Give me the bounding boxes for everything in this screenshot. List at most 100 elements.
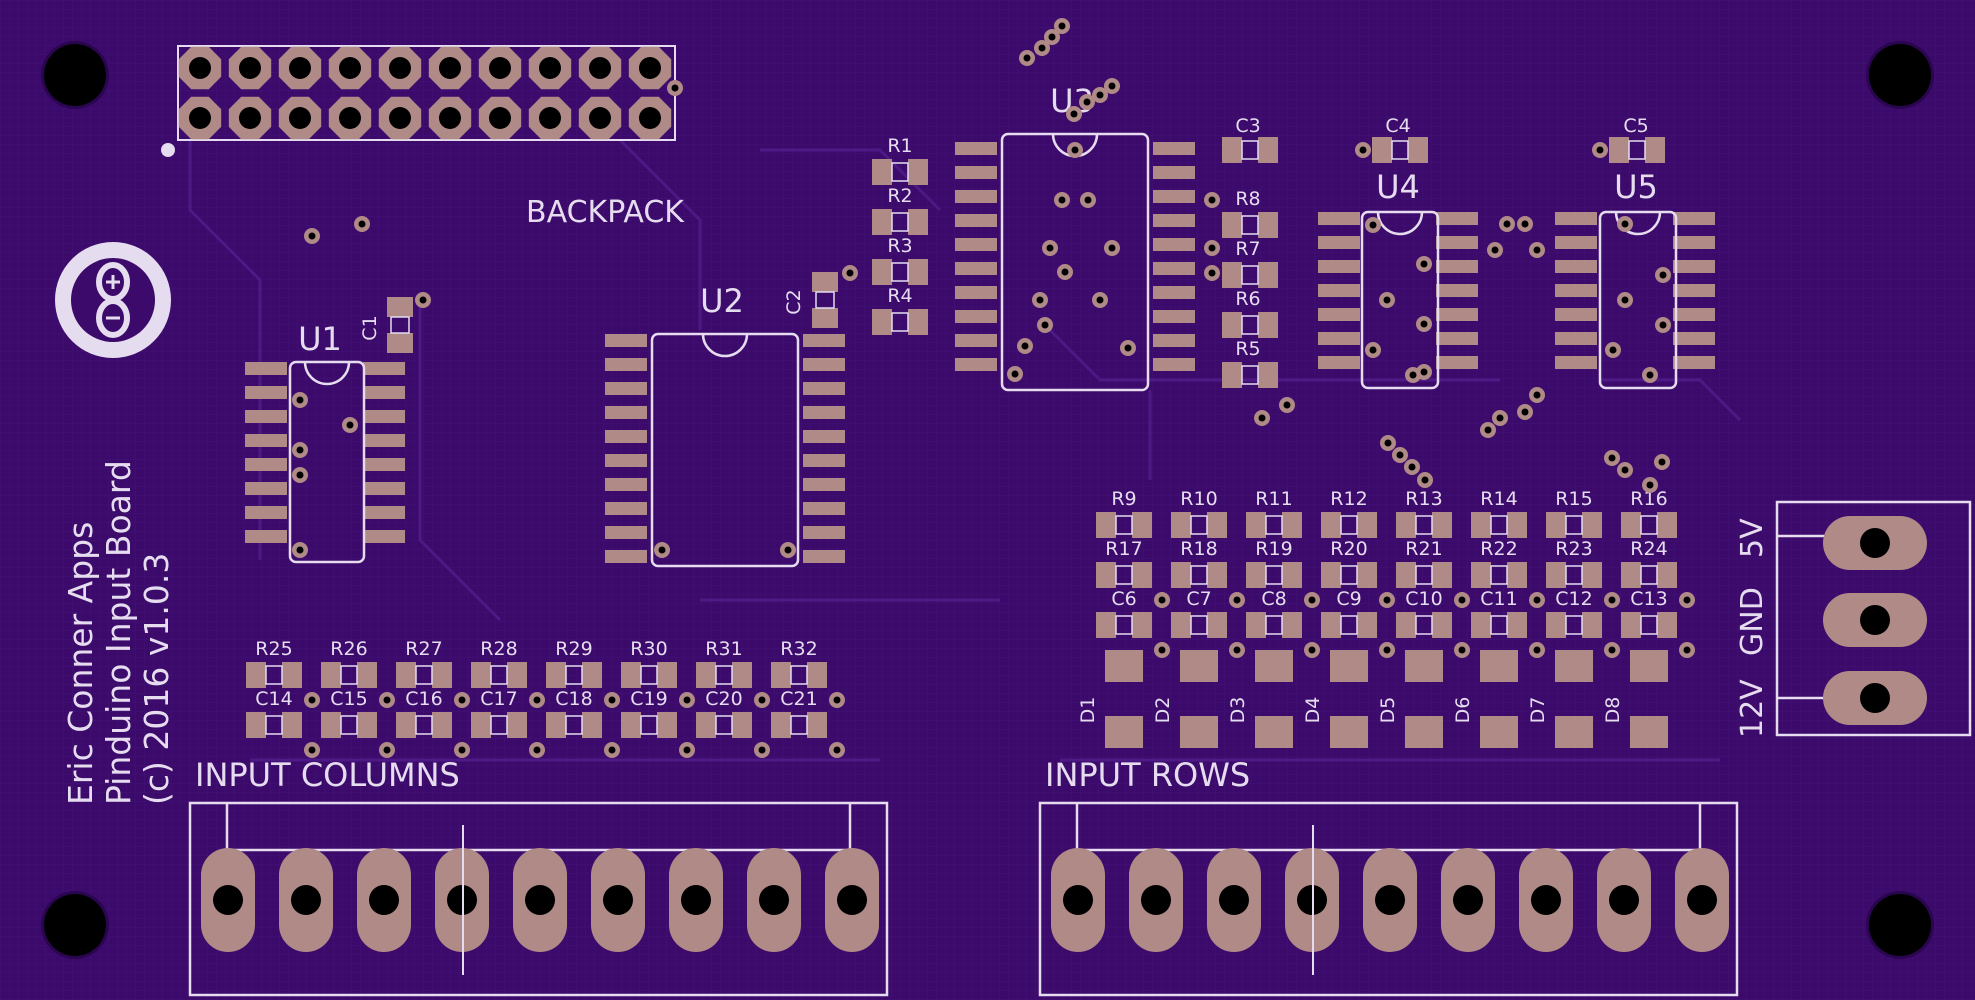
part-r8[interactable]: R8 <box>1222 188 1278 238</box>
header-pin[interactable] <box>228 46 272 90</box>
diode-d6[interactable]: D6 <box>1452 650 1518 748</box>
part-r26[interactable]: R26 <box>321 638 377 688</box>
power-pin[interactable] <box>1823 593 1927 647</box>
part-r28[interactable]: R28 <box>471 638 527 688</box>
ic-u5[interactable]: U5 <box>1555 168 1715 390</box>
part-c3[interactable]: C3 <box>1222 115 1278 163</box>
part-r31[interactable]: R31 <box>696 638 752 688</box>
diode-d8[interactable]: D8 <box>1602 650 1668 748</box>
header-pin[interactable] <box>328 96 372 140</box>
terminal-pin[interactable] <box>1051 848 1105 952</box>
header-pin[interactable] <box>528 96 572 140</box>
header-pin[interactable] <box>478 96 522 140</box>
part-r17[interactable]: R17 <box>1096 538 1152 588</box>
part-c12[interactable]: C12 <box>1546 588 1602 638</box>
diode-d4[interactable]: D4 <box>1302 650 1368 748</box>
part-c2[interactable]: C2 <box>783 272 838 328</box>
part-c14[interactable]: C14 <box>246 688 302 738</box>
part-c13[interactable]: C13 <box>1621 588 1677 638</box>
terminal-pin[interactable] <box>1207 848 1261 952</box>
part-r19[interactable]: R19 <box>1246 538 1302 588</box>
diode-d3[interactable]: D3 <box>1227 650 1293 748</box>
part-r23[interactable]: R23 <box>1546 538 1602 588</box>
part-r14[interactable]: R14 <box>1471 488 1527 538</box>
part-r21[interactable]: R21 <box>1396 538 1452 588</box>
terminal-pin[interactable] <box>1129 848 1183 952</box>
terminal-pin[interactable] <box>747 848 801 952</box>
header-pin[interactable] <box>378 96 422 140</box>
part-c8[interactable]: C8 <box>1246 588 1302 638</box>
part-r30[interactable]: R30 <box>621 638 677 688</box>
diode-d7[interactable]: D7 <box>1527 650 1593 748</box>
part-r25[interactable]: R25 <box>246 638 302 688</box>
header-pin[interactable] <box>228 96 272 140</box>
terminal-pin[interactable] <box>669 848 723 952</box>
part-r3[interactable]: R3 <box>872 235 928 285</box>
header-pin[interactable] <box>628 46 672 90</box>
header-pin[interactable] <box>428 46 472 90</box>
part-c21[interactable]: C21 <box>771 688 827 738</box>
part-c9[interactable]: C9 <box>1321 588 1377 638</box>
terminal-pin[interactable] <box>1597 848 1651 952</box>
part-r32[interactable]: R32 <box>771 638 827 688</box>
part-r10[interactable]: R10 <box>1171 488 1227 538</box>
part-r13[interactable]: R13 <box>1396 488 1452 538</box>
terminal-pin[interactable] <box>279 848 333 952</box>
part-r29[interactable]: R29 <box>546 638 602 688</box>
diode-d2[interactable]: D2 <box>1152 650 1218 748</box>
terminal-pin[interactable] <box>1519 848 1573 952</box>
header-pin[interactable] <box>328 46 372 90</box>
part-c4[interactable]: C4 <box>1372 115 1428 163</box>
part-c20[interactable]: C20 <box>696 688 752 738</box>
header-pin[interactable] <box>578 46 622 90</box>
part-c1[interactable]: C1 <box>359 297 413 353</box>
part-r12[interactable]: R12 <box>1321 488 1377 538</box>
part-c15[interactable]: C15 <box>321 688 377 738</box>
header-pin[interactable] <box>178 46 222 90</box>
header-pin[interactable] <box>428 96 472 140</box>
header-pin[interactable] <box>178 96 222 140</box>
power-pin[interactable] <box>1823 516 1927 570</box>
ic-u2[interactable]: U2 <box>605 282 845 568</box>
power-pin[interactable] <box>1823 671 1927 725</box>
header-pin[interactable] <box>628 96 672 140</box>
part-r1[interactable]: R1 <box>872 135 928 185</box>
part-c11[interactable]: C11 <box>1471 588 1527 638</box>
part-r7[interactable]: R7 <box>1222 238 1278 288</box>
part-c5[interactable]: C5 <box>1609 115 1665 163</box>
terminal-pin[interactable] <box>1441 848 1495 952</box>
diode-d1[interactable]: D1 <box>1077 650 1143 748</box>
header-pin[interactable] <box>578 96 622 140</box>
header-pin[interactable] <box>478 46 522 90</box>
part-r24[interactable]: R24 <box>1621 538 1677 588</box>
part-r6[interactable]: R6 <box>1222 288 1278 338</box>
part-r16[interactable]: R16 <box>1621 488 1677 538</box>
terminal-pin[interactable] <box>591 848 645 952</box>
part-r4[interactable]: R4 <box>872 285 928 335</box>
part-c18[interactable]: C18 <box>546 688 602 738</box>
header-pin[interactable] <box>278 96 322 140</box>
part-r5[interactable]: R5 <box>1222 338 1278 388</box>
ic-u1[interactable]: U1 <box>245 320 405 564</box>
part-r20[interactable]: R20 <box>1321 538 1377 588</box>
terminal-pin[interactable] <box>201 848 255 952</box>
part-c6[interactable]: C6 <box>1096 588 1152 638</box>
terminal-pin[interactable] <box>1363 848 1417 952</box>
part-r18[interactable]: R18 <box>1171 538 1227 588</box>
terminal-pin[interactable] <box>1675 848 1729 952</box>
part-r27[interactable]: R27 <box>396 638 452 688</box>
ic-u4[interactable]: U4 <box>1318 168 1478 390</box>
part-r9[interactable]: R9 <box>1096 488 1152 538</box>
header-pin[interactable] <box>278 46 322 90</box>
part-c16[interactable]: C16 <box>396 688 452 738</box>
part-r15[interactable]: R15 <box>1546 488 1602 538</box>
terminal-pin[interactable] <box>825 848 879 952</box>
header-pin[interactable] <box>528 46 572 90</box>
part-c17[interactable]: C17 <box>471 688 527 738</box>
header-pin[interactable] <box>378 46 422 90</box>
part-c7[interactable]: C7 <box>1171 588 1227 638</box>
part-r2[interactable]: R2 <box>872 185 928 235</box>
part-c10[interactable]: C10 <box>1396 588 1452 638</box>
ic-u3[interactable]: U3 <box>955 82 1195 392</box>
part-r22[interactable]: R22 <box>1471 538 1527 588</box>
